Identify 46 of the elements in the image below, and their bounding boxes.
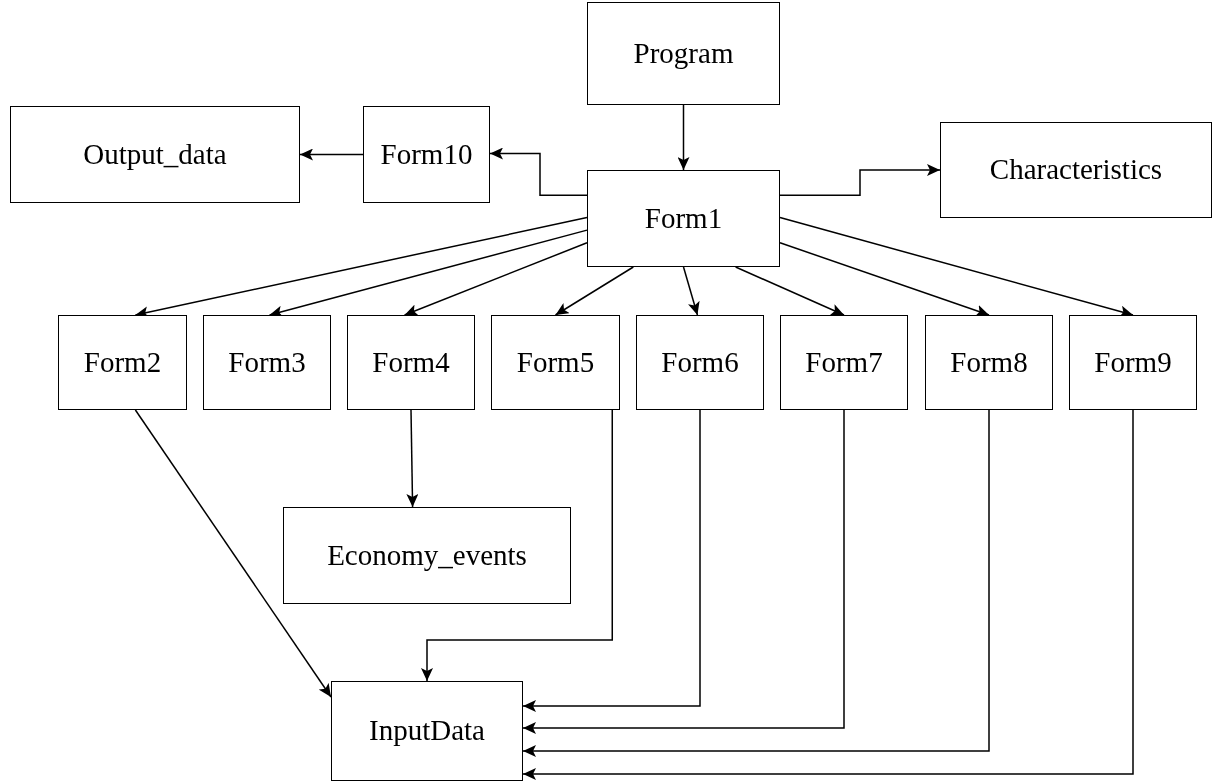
process-box bbox=[347, 315, 475, 410]
arrow bbox=[421, 409, 613, 682]
arrow bbox=[682, 266, 700, 316]
process-box bbox=[636, 315, 764, 410]
node-label: Form3 bbox=[228, 346, 306, 379]
node-label: Form9 bbox=[1094, 346, 1172, 379]
process-box bbox=[58, 315, 187, 410]
process-box bbox=[1069, 315, 1197, 410]
process-box bbox=[203, 315, 331, 410]
node-label: Program bbox=[633, 37, 734, 70]
node-label: Form7 bbox=[805, 346, 883, 379]
node-label: InputData bbox=[369, 715, 485, 747]
node-label: Form6 bbox=[661, 346, 739, 379]
arrow bbox=[522, 409, 990, 757]
arrow bbox=[522, 409, 701, 712]
process-box bbox=[363, 106, 490, 203]
arrow bbox=[403, 242, 588, 316]
arrow bbox=[779, 242, 990, 317]
node-label: Characteristics bbox=[989, 154, 1163, 186]
process-box bbox=[283, 507, 571, 604]
node-label: Form1 bbox=[644, 202, 723, 235]
arrow bbox=[677, 104, 690, 171]
process-box bbox=[331, 681, 523, 781]
node-label: Economy_events bbox=[327, 539, 527, 572]
arrow bbox=[299, 148, 364, 161]
arrow bbox=[134, 409, 332, 698]
node-label: Form5 bbox=[516, 346, 595, 379]
process-box bbox=[925, 315, 1053, 410]
arrow bbox=[779, 164, 941, 196]
node-label: Form8 bbox=[950, 346, 1028, 379]
arrow bbox=[522, 409, 845, 734]
node-label: Output_data bbox=[83, 138, 227, 171]
arrow bbox=[406, 409, 419, 508]
node-label: Form2 bbox=[83, 346, 162, 379]
process-box bbox=[780, 315, 908, 410]
process-box bbox=[940, 122, 1212, 218]
arrow bbox=[734, 266, 845, 316]
arrow bbox=[554, 266, 635, 316]
node-label: Form10 bbox=[380, 138, 473, 171]
arrow bbox=[489, 147, 588, 196]
process-box bbox=[10, 106, 300, 203]
process-box bbox=[587, 170, 780, 267]
arrow bbox=[522, 409, 1134, 780]
node-label: Form4 bbox=[372, 346, 450, 379]
process-box bbox=[491, 315, 620, 410]
process-box bbox=[587, 2, 780, 105]
